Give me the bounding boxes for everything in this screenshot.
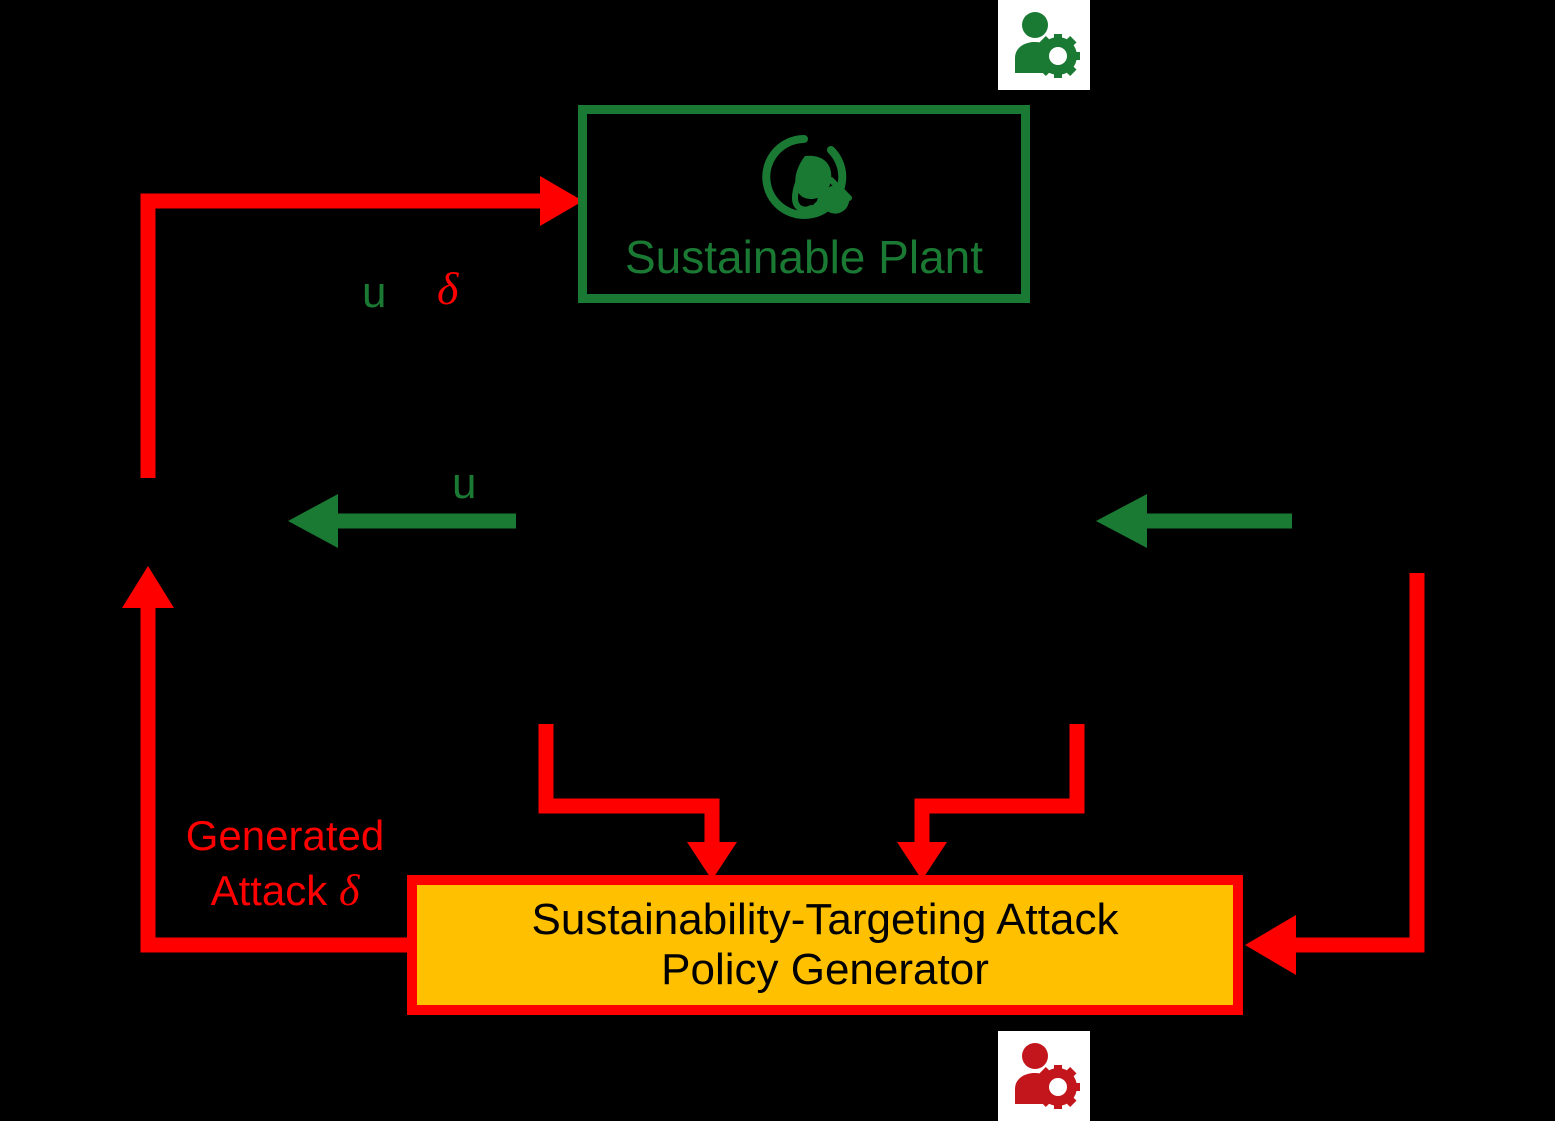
sustainable-plant-label: Sustainable Plant: [624, 231, 984, 283]
red-right-feedback-arrow: [1245, 573, 1425, 975]
generated-attack-delta: δ: [338, 865, 360, 915]
block-attack-policy-generator[interactable]: Sustainability-Targeting Attack Policy G…: [407, 875, 1243, 1015]
generator-label-line2: Policy Generator: [661, 945, 989, 994]
red-generated-attack-arrow: [122, 566, 407, 953]
signal-label-u-mid: u: [452, 459, 477, 508]
red-attack-to-plant-arrow: [140, 176, 583, 478]
red-tap-left-into-generator: [538, 724, 737, 880]
leaf-plug-icon: [762, 135, 852, 219]
person-gear-icon-red: [1015, 1043, 1080, 1109]
generated-attack-line1: Generated: [185, 812, 385, 859]
generated-attack-line2: Attack: [210, 866, 328, 914]
block-sustainable-plant[interactable]: Sustainable Plant: [578, 105, 1030, 303]
signal-label-delta-top: δ: [437, 263, 459, 314]
attacker-icon-tile: [998, 1031, 1090, 1121]
signal-label-generated-attack: Generated Attack δ: [170, 810, 400, 918]
generated-attack-line2-group: Attack δ: [170, 863, 400, 918]
generator-label-group: Sustainability-Targeting Attack Policy G…: [417, 895, 1233, 995]
operator-icon-tile: [998, 0, 1090, 90]
signal-label-u-top: u: [362, 268, 387, 317]
generator-label-line1: Sustainability-Targeting Attack: [531, 895, 1119, 944]
red-tap-right-into-generator: [897, 724, 1085, 880]
green-control-arrow-left-center: [288, 494, 516, 548]
green-control-arrow-left-right: [1096, 494, 1292, 548]
person-gear-icon-green: [1015, 12, 1080, 78]
